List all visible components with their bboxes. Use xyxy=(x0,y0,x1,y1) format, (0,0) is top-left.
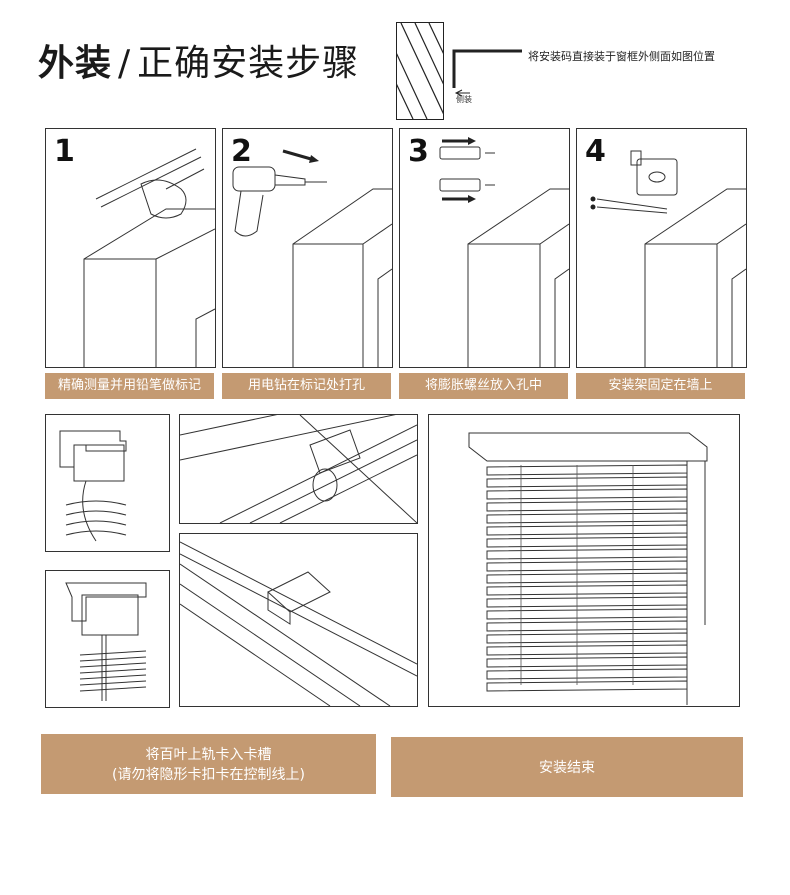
title-bold: 外装 xyxy=(38,43,112,84)
blind-slat xyxy=(487,465,687,475)
hatched-frame-illustration xyxy=(396,22,444,120)
blind-slat xyxy=(487,573,687,583)
step-4-caption: 安装架固定在墙上 xyxy=(576,373,745,399)
rail-clip-detail-1 xyxy=(179,414,418,524)
step-2-caption: 用电钻在标记处打孔 xyxy=(222,373,391,399)
legend-note: 将安装码直接装于窗框外侧面如图位置 xyxy=(528,48,715,64)
legend-side-label: 侧装 xyxy=(456,94,472,105)
title-rest: 正确安装步骤 xyxy=(137,43,359,84)
title-separator: / xyxy=(118,43,131,84)
blind-slat xyxy=(487,513,687,523)
bracket-position-illustration xyxy=(450,48,530,98)
insert-rail-caption-line1: 将百叶上轨卡入卡槽 xyxy=(146,744,272,764)
finished-blind-illustration xyxy=(429,415,739,706)
blind-slat xyxy=(487,657,687,667)
step-4-panel: 4 xyxy=(576,128,747,368)
blind-slat xyxy=(487,549,687,559)
finish-caption-text: 安装结束 xyxy=(539,757,595,777)
page-title: 外装/正确安装步骤 xyxy=(38,34,359,86)
step-1-number: 1 xyxy=(54,137,75,167)
rail-side-view-1 xyxy=(45,414,170,552)
blind-slat xyxy=(487,597,687,607)
rail-side-view-2 xyxy=(45,570,170,708)
blind-slat xyxy=(487,525,687,535)
step-1-panel: 1 xyxy=(45,128,216,368)
blind-slat xyxy=(487,489,687,499)
step-3-number: 3 xyxy=(408,137,429,167)
step-2-panel: 2 xyxy=(222,128,393,368)
blind-slat xyxy=(487,561,687,571)
blind-slat xyxy=(487,645,687,655)
insert-rail-caption: 将百叶上轨卡入卡槽 (请勿将隐形卡扣卡在控制线上) xyxy=(41,734,376,794)
step-3-caption: 将膨胀螺丝放入孔中 xyxy=(399,373,568,399)
step-3-panel: 3 xyxy=(399,128,570,368)
blind-slat xyxy=(487,669,687,679)
blind-slat xyxy=(487,501,687,511)
blind-slat xyxy=(487,477,687,487)
step-4-number: 4 xyxy=(585,137,606,167)
blind-slat xyxy=(487,633,687,643)
step-2-number: 2 xyxy=(231,137,252,167)
blind-slat xyxy=(487,585,687,595)
blind-slat xyxy=(487,609,687,619)
rail-clip-detail-2 xyxy=(179,533,418,707)
finished-blind-panel xyxy=(428,414,740,707)
blind-slat xyxy=(487,681,687,691)
step-1-caption: 精确测量并用铅笔做标记 xyxy=(45,373,214,399)
insert-rail-caption-line2: (请勿将隐形卡扣卡在控制线上) xyxy=(112,764,305,784)
blind-slat xyxy=(487,537,687,547)
finish-caption: 安装结束 xyxy=(391,737,743,797)
blind-slat xyxy=(487,621,687,631)
